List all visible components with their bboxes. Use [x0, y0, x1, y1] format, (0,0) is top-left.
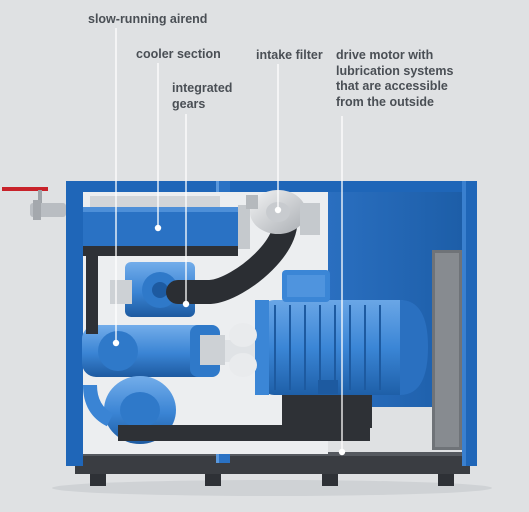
- label-drive-motor: drive motor with lubrication systems tha…: [336, 48, 454, 109]
- inner-frame: [86, 254, 370, 441]
- coupling: [229, 323, 257, 377]
- label-cooler-section: cooler section: [136, 47, 221, 61]
- leader-dots: [112, 206, 346, 456]
- label-airend: slow-running airend: [88, 12, 208, 26]
- floor-shadow: [52, 480, 492, 496]
- base-frame: [75, 452, 470, 474]
- ball-valve-icon: [2, 187, 66, 220]
- drive-motor: [255, 270, 428, 428]
- airend: [82, 325, 255, 377]
- leader-lines: [115, 28, 343, 452]
- label-intake-filter: intake filter: [256, 48, 323, 62]
- label-integrated-gears: integrated gears: [172, 81, 233, 111]
